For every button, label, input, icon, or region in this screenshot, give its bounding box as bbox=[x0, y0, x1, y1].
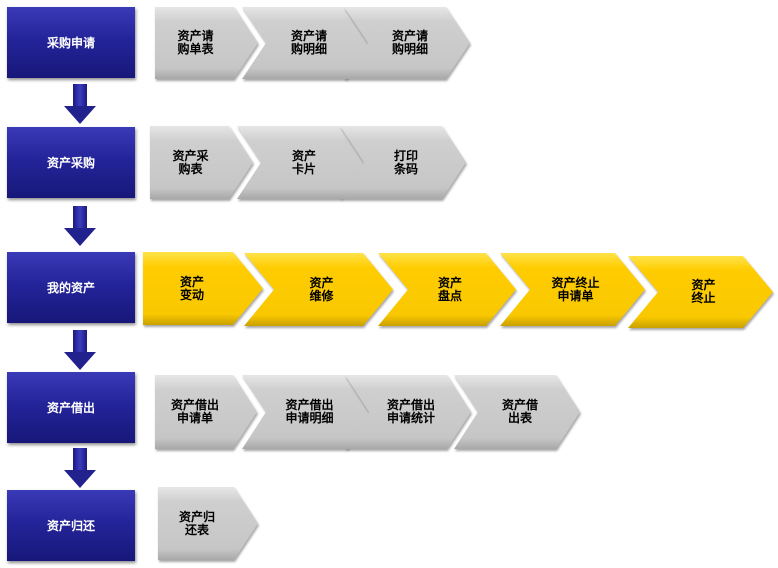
step-label: 资产终止 申请单 bbox=[551, 275, 600, 303]
step-label: 资产借出 申请明细 bbox=[285, 398, 334, 425]
step-chevron[interactable]: 打印 条码 bbox=[340, 126, 466, 199]
step-label: 资产 卡片 bbox=[291, 148, 316, 176]
step-chevron[interactable]: 资产请 购单表 bbox=[155, 7, 258, 79]
step-label: 资产 盘点 bbox=[437, 275, 462, 303]
step-label: 资产 变动 bbox=[179, 274, 204, 302]
step-label: 资产借出 申请统计 bbox=[386, 398, 435, 425]
stage-label: 资产借出 bbox=[46, 401, 95, 415]
step-label: 资产请 购单表 bbox=[177, 29, 214, 56]
step-label: 资产请 购明细 bbox=[290, 29, 327, 56]
stage-purchase-request[interactable]: 采购申请 bbox=[7, 7, 135, 78]
step-chevron[interactable]: 资产借出 申请明细 bbox=[242, 375, 371, 449]
down-arrow-icon bbox=[64, 330, 96, 370]
stage-label: 采购申请 bbox=[46, 36, 95, 50]
step-label: 资产采 购表 bbox=[172, 148, 209, 176]
step-label: 资产归 还表 bbox=[178, 509, 215, 537]
down-arrow-icon bbox=[64, 84, 96, 124]
stage-label: 我的资产 bbox=[46, 281, 95, 295]
step-chevron[interactable]: 资产 变动 bbox=[143, 252, 263, 325]
stage-label: 资产采购 bbox=[46, 156, 95, 170]
step-label: 资产借 出表 bbox=[501, 398, 538, 425]
step-chevron[interactable]: 资产归 还表 bbox=[158, 487, 258, 560]
step-chevron[interactable]: 资产 终止 bbox=[628, 256, 773, 328]
step-chevron[interactable]: 资产请 购明细 bbox=[344, 7, 470, 79]
step-label: 资产 维修 bbox=[309, 275, 334, 303]
step-chevron[interactable]: 资产终止 申请单 bbox=[500, 253, 645, 326]
step-chevron[interactable]: 资产采 购表 bbox=[150, 126, 253, 199]
step-label: 资产 终止 bbox=[691, 278, 716, 305]
step-label: 资产请 购明细 bbox=[391, 29, 428, 56]
stage-asset-return[interactable]: 资产归还 bbox=[7, 490, 135, 561]
step-label: 资产借出 申请单 bbox=[170, 398, 219, 425]
stage-asset-lending[interactable]: 资产借出 bbox=[7, 372, 135, 443]
stage-my-assets[interactable]: 我的资产 bbox=[7, 252, 135, 323]
step-chevron[interactable]: 资产借出 申请统计 bbox=[345, 375, 471, 449]
stage-asset-purchase[interactable]: 资产采购 bbox=[7, 127, 135, 198]
stage-label: 资产归还 bbox=[46, 519, 95, 533]
step-chevron[interactable]: 资产借 出表 bbox=[454, 375, 580, 449]
down-arrow-icon bbox=[64, 206, 96, 246]
step-chevron[interactable]: 资产借出 申请单 bbox=[155, 375, 257, 449]
step-chevron[interactable]: 资产请 购明细 bbox=[242, 7, 370, 79]
step-label: 打印 条码 bbox=[393, 148, 418, 176]
step-chevron[interactable]: 资产 卡片 bbox=[237, 126, 365, 199]
down-arrow-icon bbox=[64, 448, 96, 488]
step-chevron[interactable]: 资产 盘点 bbox=[378, 253, 516, 326]
step-chevron[interactable]: 资产 维修 bbox=[244, 253, 393, 326]
